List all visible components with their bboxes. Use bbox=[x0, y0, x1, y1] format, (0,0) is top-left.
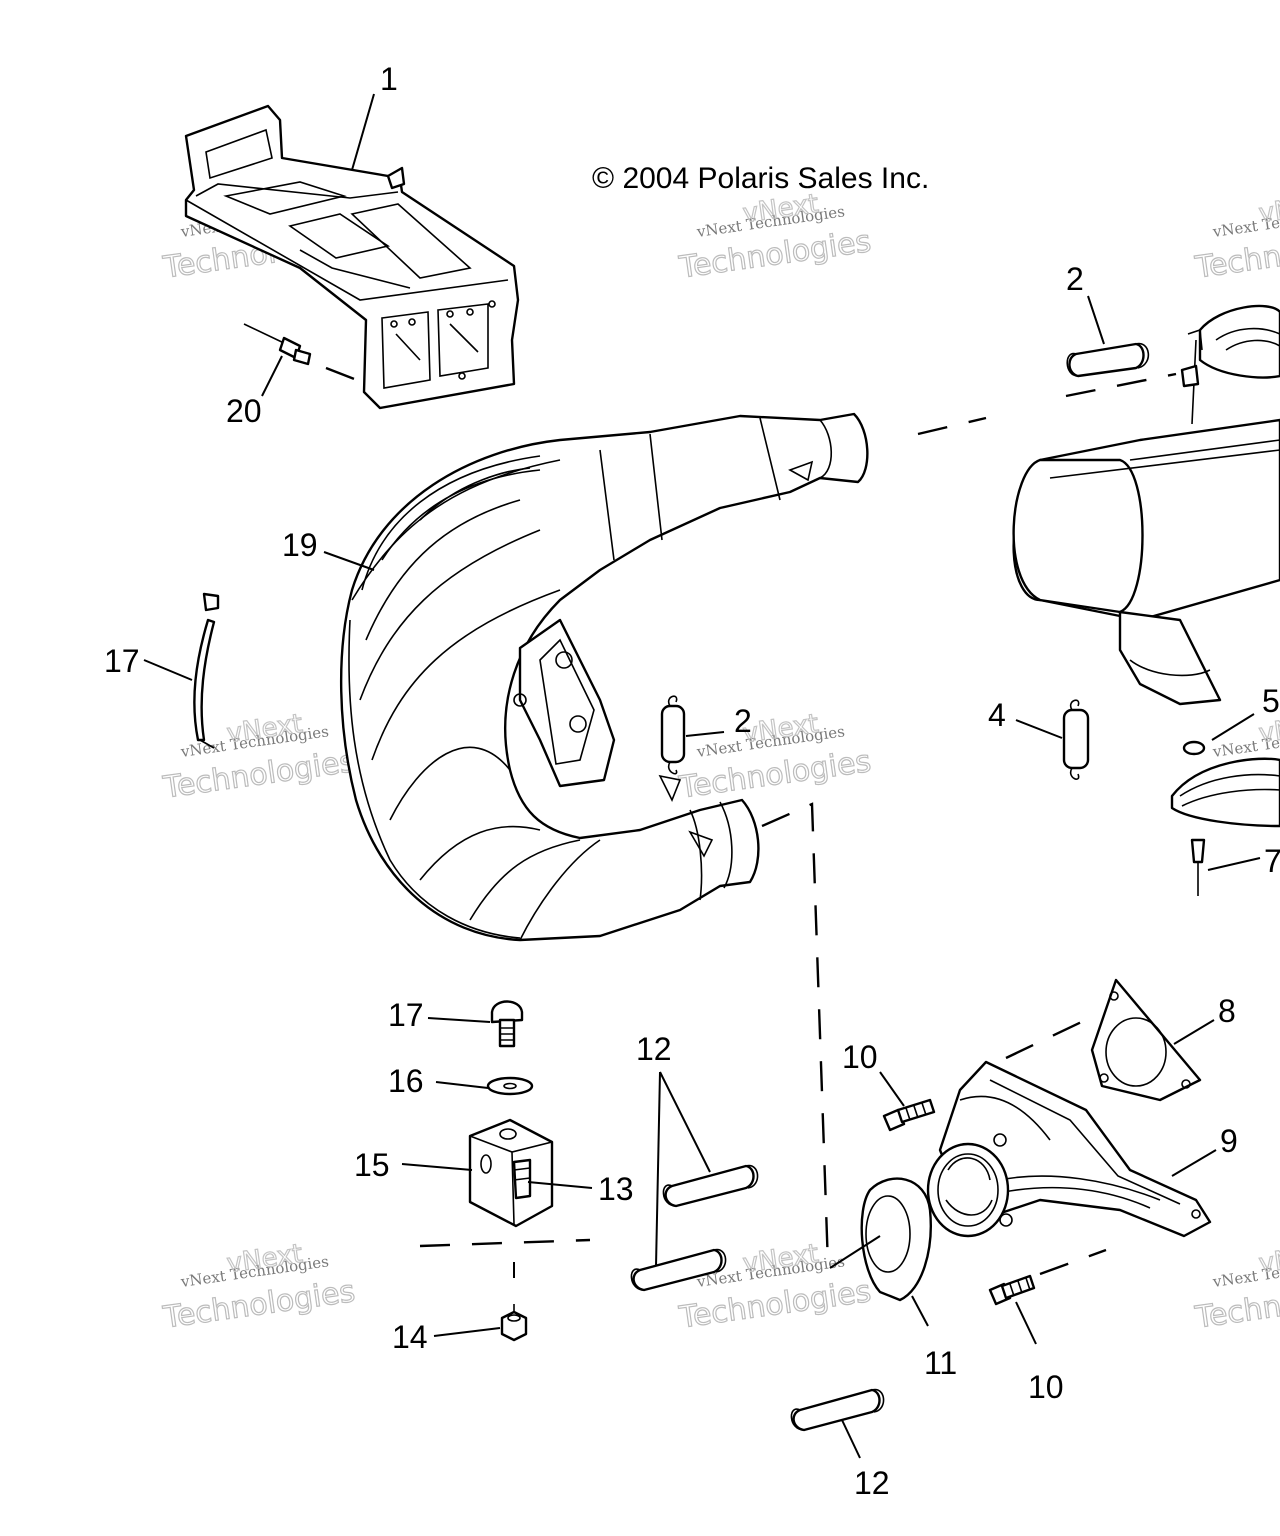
callout-9: 9 bbox=[1220, 1123, 1238, 1159]
callout-5: 5 bbox=[1262, 683, 1280, 719]
callout-15: 15 bbox=[354, 1147, 390, 1183]
part-spring bbox=[1066, 342, 1150, 378]
leader-line bbox=[1015, 1301, 1037, 1345]
leader-line bbox=[261, 355, 283, 397]
part-nut bbox=[500, 1304, 528, 1342]
watermark: vNext Technologies vNext Technologies bbox=[676, 188, 874, 286]
callout-11: 11 bbox=[924, 1345, 957, 1381]
watermark: vNext Technologies vNext Technologies bbox=[160, 1238, 358, 1336]
leader-line bbox=[655, 1071, 661, 1267]
dashed-guide bbox=[1065, 372, 1177, 398]
leader-line bbox=[433, 1327, 501, 1337]
leader-line bbox=[1173, 1019, 1215, 1045]
part-washer bbox=[486, 1076, 534, 1096]
callout-2-center: 2 bbox=[734, 703, 752, 739]
callout-7: 7 bbox=[1264, 843, 1280, 879]
callout-18: 17 bbox=[104, 643, 140, 679]
leader-line bbox=[841, 1419, 861, 1459]
watermark: vNext Technologies vNext Technologies bbox=[676, 1238, 874, 1336]
leader-line bbox=[323, 551, 375, 571]
watermark: vNext Technologies vNext Technologies bbox=[1192, 188, 1280, 286]
leader-line bbox=[1087, 295, 1105, 345]
part-seal-ring bbox=[860, 1177, 932, 1302]
part-spring bbox=[790, 1388, 885, 1432]
copyright-text: © 2004 Polaris Sales Inc. bbox=[592, 162, 929, 195]
watermark: vNext Technologies vNext Technologies bbox=[676, 708, 874, 806]
leader-line bbox=[1207, 857, 1261, 871]
part-expansion-chamber bbox=[339, 412, 869, 942]
leader-line bbox=[351, 93, 375, 171]
leader-line bbox=[527, 1181, 593, 1189]
callout-4: 4 bbox=[988, 697, 1006, 733]
part-bolt bbox=[882, 1098, 936, 1132]
callout-13: 13 bbox=[598, 1171, 634, 1207]
leader-line bbox=[427, 1017, 491, 1023]
leader-line bbox=[401, 1163, 473, 1171]
part-washer bbox=[1170, 740, 1280, 828]
part-rivet bbox=[1190, 838, 1206, 896]
callout-12-lower: 12 bbox=[854, 1465, 890, 1501]
callout-16: 16 bbox=[388, 1063, 424, 1099]
part-screw bbox=[490, 1000, 524, 1048]
part-bolt bbox=[988, 1274, 1036, 1306]
part-spring bbox=[1062, 699, 1090, 780]
leader-line bbox=[1171, 1149, 1217, 1177]
callout-1: 1 bbox=[380, 61, 398, 97]
part-silencer bbox=[1012, 304, 1280, 706]
leader-line bbox=[435, 1081, 489, 1089]
svg-text:vNext: vNext bbox=[1257, 709, 1280, 749]
dashed-guide bbox=[1039, 1248, 1107, 1276]
dashed-guide bbox=[1005, 1014, 1095, 1060]
callout-14: 14 bbox=[392, 1319, 428, 1355]
callout-19: 19 bbox=[282, 527, 318, 563]
callout-8: 8 bbox=[1218, 993, 1236, 1029]
dashed-guide bbox=[761, 802, 830, 1267]
part-spring bbox=[630, 1248, 727, 1292]
callout-20: 20 bbox=[226, 393, 262, 429]
watermark: vNext Technologies vNext Technologies bbox=[1192, 1238, 1280, 1336]
callout-2-top: 2 bbox=[1066, 261, 1084, 297]
callout-10-upper: 10 bbox=[842, 1039, 878, 1075]
leader-line bbox=[143, 659, 193, 681]
dashed-guide bbox=[325, 366, 363, 384]
dashed-guide bbox=[419, 1238, 591, 1248]
leader-line bbox=[685, 731, 725, 737]
watermark: vNext Technologies vNext Technologies bbox=[160, 708, 358, 806]
part-exhaust-manifold bbox=[926, 1060, 1212, 1238]
leader-line bbox=[659, 1071, 711, 1173]
callout-10-lower: 10 bbox=[1028, 1369, 1064, 1405]
part-spring bbox=[660, 695, 686, 775]
leader-line bbox=[911, 1295, 929, 1327]
part-mount-bracket bbox=[468, 1118, 554, 1228]
leader-line bbox=[829, 1235, 881, 1269]
leader-line bbox=[1211, 713, 1255, 741]
dashed-guide bbox=[917, 416, 987, 436]
part-spring bbox=[662, 1164, 759, 1208]
callout-17: 17 bbox=[388, 997, 424, 1033]
part-rivet bbox=[243, 323, 312, 366]
part-mounting-bracket bbox=[184, 104, 520, 410]
part-flange-gasket bbox=[1090, 978, 1202, 1102]
callout-12-upper: 12 bbox=[636, 1031, 672, 1067]
svg-text:vNext: vNext bbox=[1257, 189, 1280, 229]
part-cable bbox=[193, 592, 220, 749]
leader-line bbox=[879, 1071, 905, 1107]
leader-line bbox=[1015, 719, 1063, 739]
svg-text:vNext: vNext bbox=[1257, 1239, 1280, 1279]
